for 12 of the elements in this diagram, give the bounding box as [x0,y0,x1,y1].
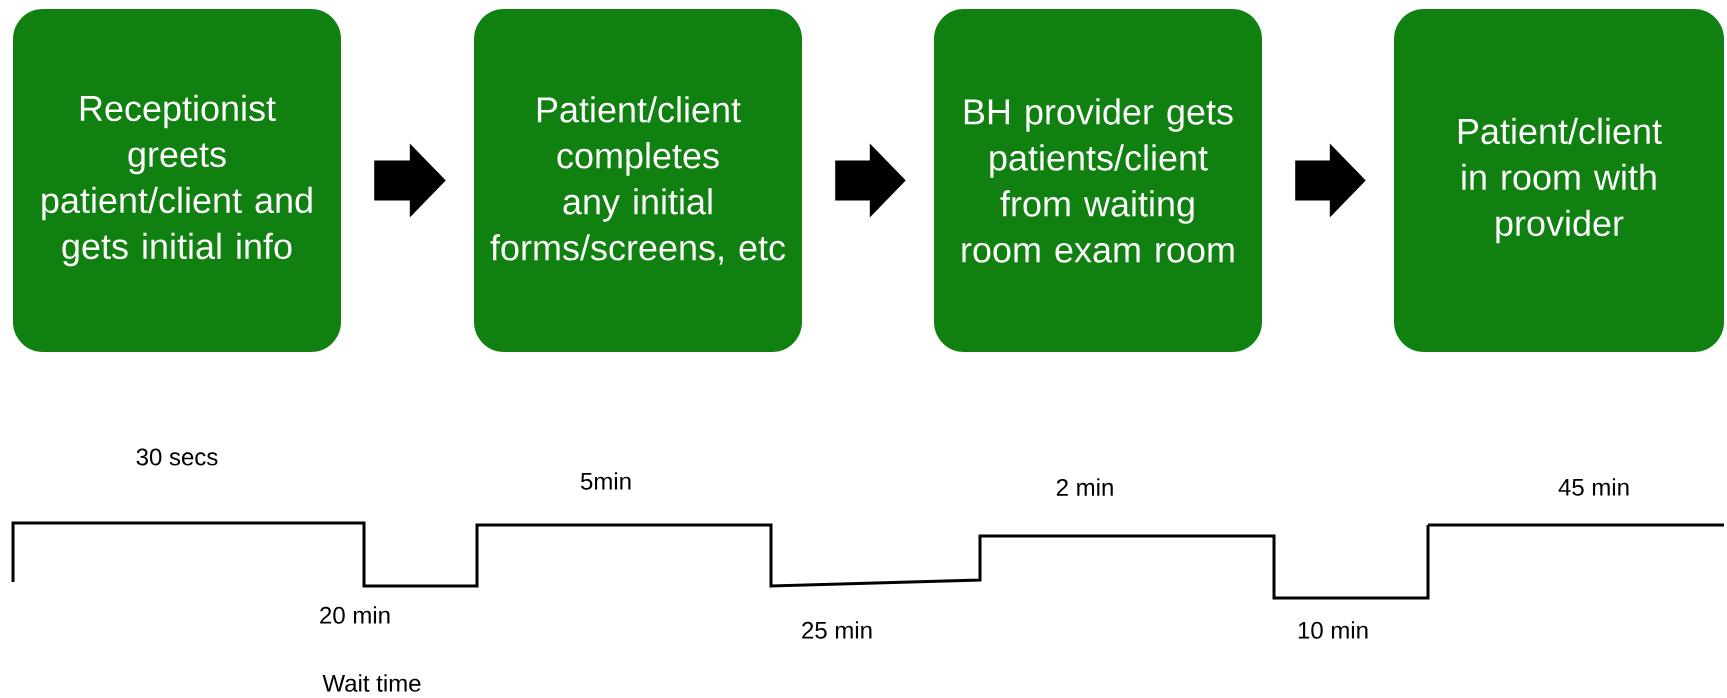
process-box: Patient/client completes any initial forms/screens, etc [474,9,802,352]
duration-label: 20 min [320,606,390,624]
process-box: Receptionist greets patient/client and gets initial info [13,9,341,352]
duration-label: 2 min [1056,478,1113,496]
duration-label: 45 min [1558,478,1629,496]
duration-label: 10 min [1298,621,1368,639]
duration-label: Wait time [322,674,421,692]
duration-label: 30 secs [136,448,218,466]
duration-label: 25 min [802,621,872,639]
duration-label: 5min [580,472,631,490]
process-box: Patient/client in room with provider [1394,9,1724,352]
process-box: BH provider gets patients/client from waiting room exam room [934,9,1262,352]
